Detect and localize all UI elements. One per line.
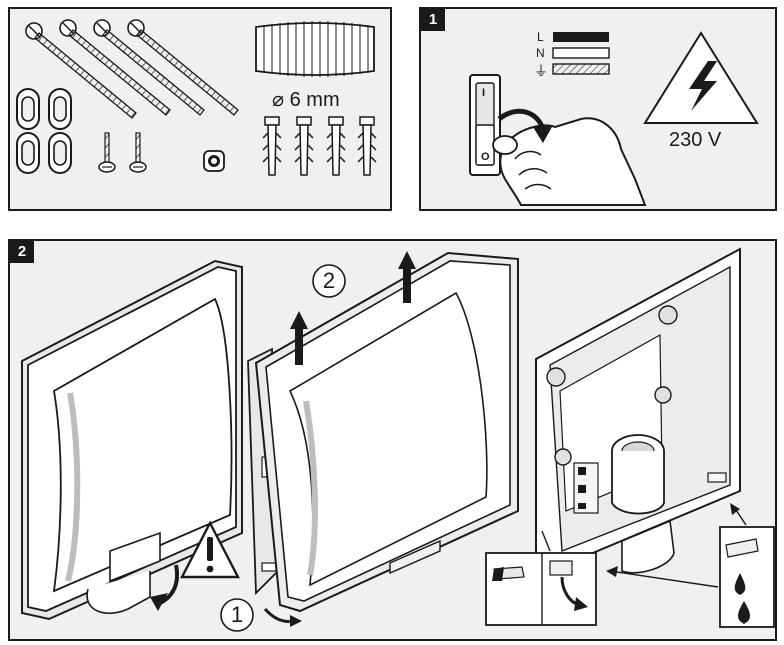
step1-panel: 1 bbox=[419, 7, 777, 211]
water-drop-icon bbox=[734, 573, 746, 595]
long-screw bbox=[127, 19, 239, 116]
neutral-wire-label: N bbox=[536, 46, 545, 60]
cover-removal-illustration bbox=[21, 247, 775, 632]
earth-wire-bar bbox=[552, 63, 610, 75]
wall-plug bbox=[262, 116, 282, 176]
water-drop-icon bbox=[737, 601, 751, 624]
latch-detail-box bbox=[485, 552, 597, 626]
voltage-label: 230 V bbox=[669, 129, 722, 151]
drain-detail-box bbox=[719, 526, 775, 628]
long-screw bbox=[93, 19, 205, 116]
parts-illustration bbox=[16, 19, 377, 176]
small-screw bbox=[98, 132, 116, 173]
parts-panel: ⌀ 6 mm bbox=[8, 7, 392, 211]
sequence-1-label: 1 bbox=[230, 602, 244, 627]
dowel-size-label: ⌀ 6 mm bbox=[272, 89, 340, 111]
long-screw bbox=[25, 22, 137, 119]
duct-sleeve bbox=[255, 21, 375, 77]
switch-on-mark: I bbox=[482, 87, 486, 99]
rubber-ring bbox=[48, 88, 72, 130]
pull-out-arrow-icon bbox=[263, 607, 302, 627]
neutral-wire-bar bbox=[552, 47, 610, 59]
lift-up-arrow-icon bbox=[290, 311, 308, 365]
sequence-2-label: 2 bbox=[322, 268, 336, 293]
rotate-down-arrow-icon bbox=[497, 108, 553, 143]
long-screw bbox=[59, 19, 171, 116]
step2-panel: 2 bbox=[8, 239, 777, 641]
power-off-illustration bbox=[469, 31, 759, 206]
lift-up-arrow-icon bbox=[398, 251, 416, 303]
wall-plug bbox=[326, 116, 346, 176]
rubber-ring bbox=[16, 132, 40, 174]
sealing-cap bbox=[203, 150, 225, 172]
sequence-2-circle bbox=[312, 264, 346, 298]
front-cover bbox=[254, 251, 519, 613]
callout-arrow bbox=[730, 503, 747, 526]
callout-arrow bbox=[541, 530, 551, 552]
light-switch bbox=[469, 74, 501, 176]
rubber-ring bbox=[48, 132, 72, 174]
high-voltage-warning-icon bbox=[643, 31, 759, 124]
wall-plug bbox=[357, 116, 377, 176]
earth-symbol-icon: ⏚ bbox=[534, 64, 548, 80]
live-wire-bar bbox=[553, 32, 609, 42]
warning-icon bbox=[180, 520, 240, 579]
sequence-1-circle bbox=[220, 598, 254, 632]
switch-off-mark: O bbox=[481, 151, 490, 163]
step-number-badge: 2 bbox=[10, 241, 34, 263]
open-housing bbox=[535, 247, 741, 574]
hand-icon bbox=[492, 117, 647, 206]
assembled-fan-unit bbox=[21, 259, 243, 621]
small-screw bbox=[129, 132, 147, 173]
wall-plug bbox=[294, 116, 314, 176]
callout-arrow bbox=[606, 566, 719, 588]
live-wire-label: L bbox=[537, 30, 544, 44]
step-number-badge: 1 bbox=[421, 9, 445, 31]
rubber-ring bbox=[16, 88, 40, 130]
